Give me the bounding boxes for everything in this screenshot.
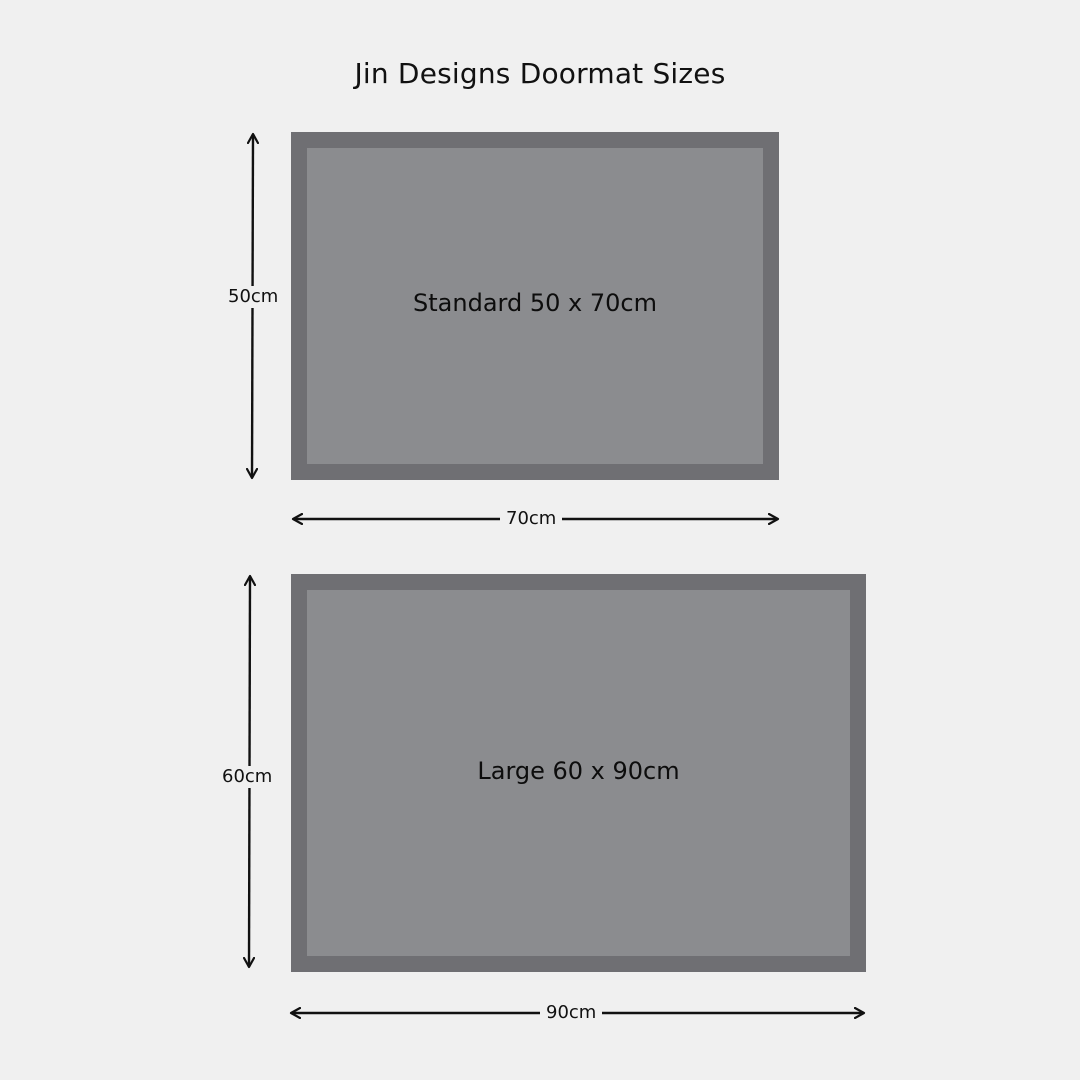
diagram-title: Jin Designs Doormat Sizes <box>354 57 726 90</box>
standard-mat-inner <box>307 148 763 464</box>
standard-width-label: 70cm <box>500 508 563 530</box>
standard-mat-label: Standard 50 x 70cm <box>413 289 657 317</box>
large-mat-label: Large 60 x 90cm <box>477 757 680 785</box>
standard-mat: Standard 50 x 70cm <box>291 132 779 480</box>
large-mat: Large 60 x 90cm <box>291 574 866 972</box>
large-width-label: 90cm <box>540 1002 603 1024</box>
large-mat-inner <box>307 590 850 956</box>
large-height-label: 60cm <box>216 766 279 788</box>
standard-height-label: 50cm <box>222 286 285 308</box>
